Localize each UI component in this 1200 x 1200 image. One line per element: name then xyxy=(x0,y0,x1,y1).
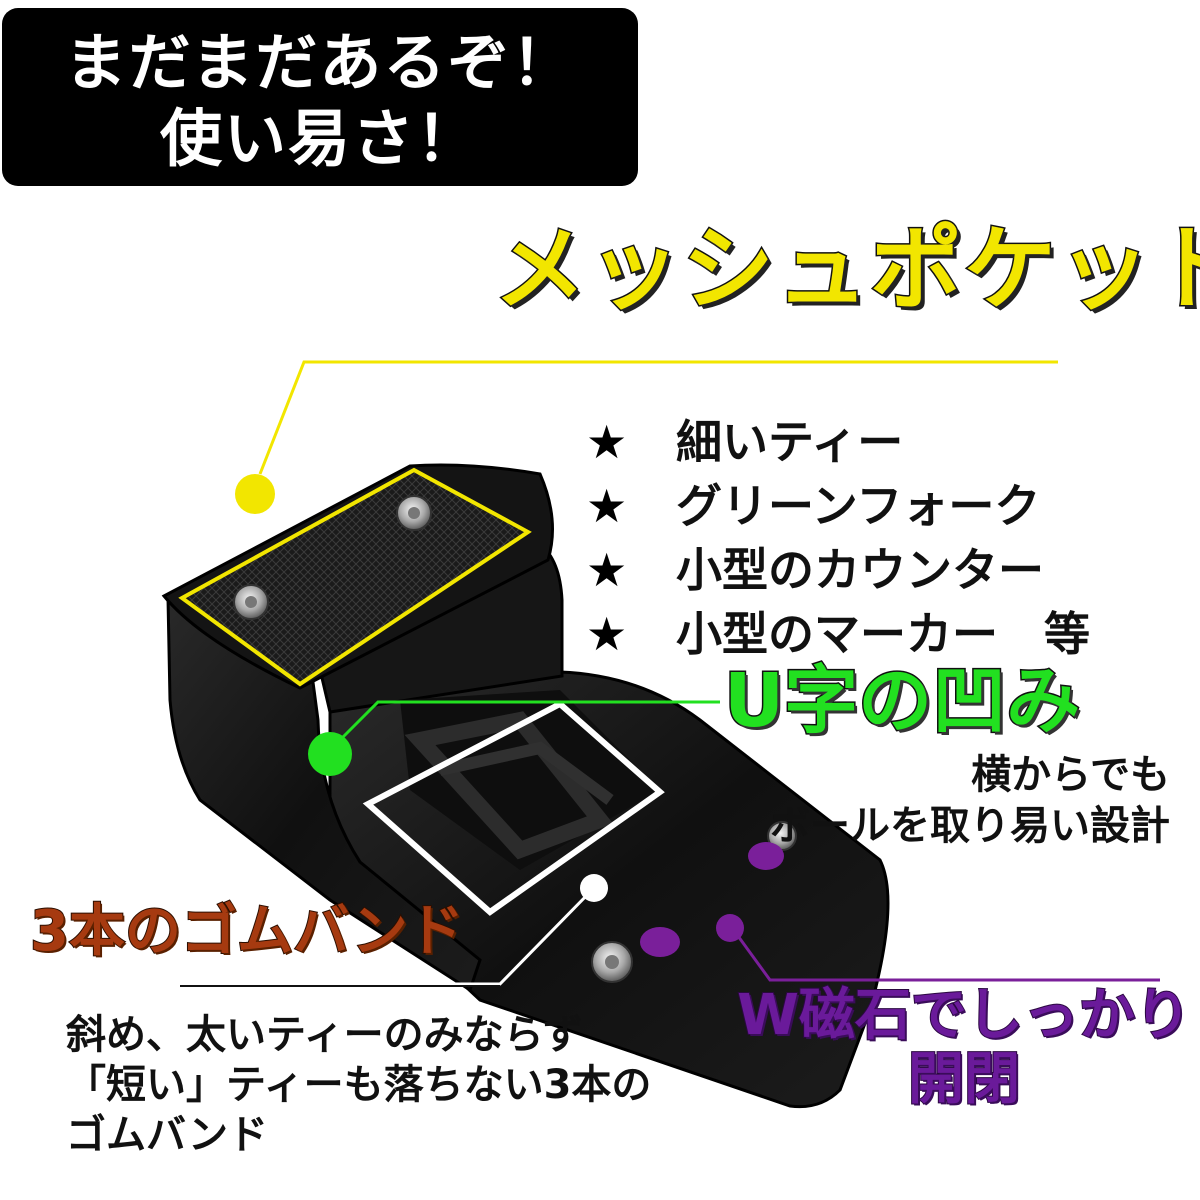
rubber-band-description: 斜め、太いティーのみならず 「短い」ティーも落ちない3本の ゴムバンド xyxy=(66,1010,651,1160)
magnet-callout-line xyxy=(736,935,1160,982)
mesh-pocket-item-list: ★ 細いティー ★ グリーンフォーク ★ 小型のカウンター ★ 小型のマーカー … xyxy=(586,410,1196,666)
u-notch-description-line-2: ボールを取り易い設計 xyxy=(770,803,1170,850)
band-callout-dot xyxy=(580,874,608,902)
u-notch-description: 横からでも ボールを取り易い設計 xyxy=(770,750,1170,852)
header-line-2: 使い易さ！ xyxy=(159,102,480,175)
magnet-title-line-1: W磁石でしっかり xyxy=(736,982,1192,1049)
star-icon: ★ xyxy=(586,607,628,661)
u-callout-dot xyxy=(308,732,352,776)
rubber-band-description-line-1: 斜め、太いティーのみならず xyxy=(66,1012,583,1058)
mesh-pocket-item-label: グリーンフォーク xyxy=(676,479,1041,533)
mesh-pocket-item: ★ グリーンフォーク xyxy=(586,474,1196,538)
mesh-highlight-frame xyxy=(178,467,532,687)
mesh-pocket-item: ★ 小型のマーカー 等 xyxy=(586,602,1196,666)
u-notch-description-line-1: 横からでも xyxy=(971,752,1170,798)
rubber-band-description-line-2: 「短い」ティーも落ちない3本の xyxy=(66,1062,652,1108)
mesh-pocket-title: メッシュポケット xyxy=(492,216,1200,323)
u-notch-title: U字の凹み xyxy=(722,658,1081,744)
band-highlight-frame xyxy=(362,700,665,916)
u-callout-line xyxy=(340,700,720,740)
mesh-pocket-item: ★ 小型のカウンター xyxy=(586,538,1196,602)
mesh-pocket-item-label: 小型のカウンター xyxy=(676,543,1044,597)
header-banner: まだまだあるぞ！ 使い易さ！ xyxy=(2,8,638,186)
mesh-pocket-item: ★ 細いティー xyxy=(586,410,1196,474)
magnet-dot-1 xyxy=(748,842,784,870)
mesh-pocket-item-label: 細いティー xyxy=(676,415,904,469)
magnet-dot-3 xyxy=(716,914,744,942)
magnet-title: W磁石でしっかり 開閉 xyxy=(734,982,1194,1113)
magnet-dot-2 xyxy=(640,927,680,957)
star-icon: ★ xyxy=(586,415,628,469)
mesh-callout-line xyxy=(258,360,1058,475)
band-callout-line xyxy=(180,888,594,986)
mesh-pocket-panel xyxy=(182,470,528,684)
rubber-band-description-line-3: ゴムバンド xyxy=(66,1112,268,1158)
star-icon: ★ xyxy=(586,479,628,533)
star-icon: ★ xyxy=(586,543,628,597)
mesh-callout-dot xyxy=(235,474,275,514)
magnet-title-line-2: 開閉 xyxy=(907,1046,1021,1113)
mesh-pocket-item-label: 小型のマーカー 等 xyxy=(676,607,1090,661)
header-line-1: まだまだあるぞ！ xyxy=(64,26,576,99)
rubber-band-title: 3本のゴムバンド xyxy=(29,899,465,964)
